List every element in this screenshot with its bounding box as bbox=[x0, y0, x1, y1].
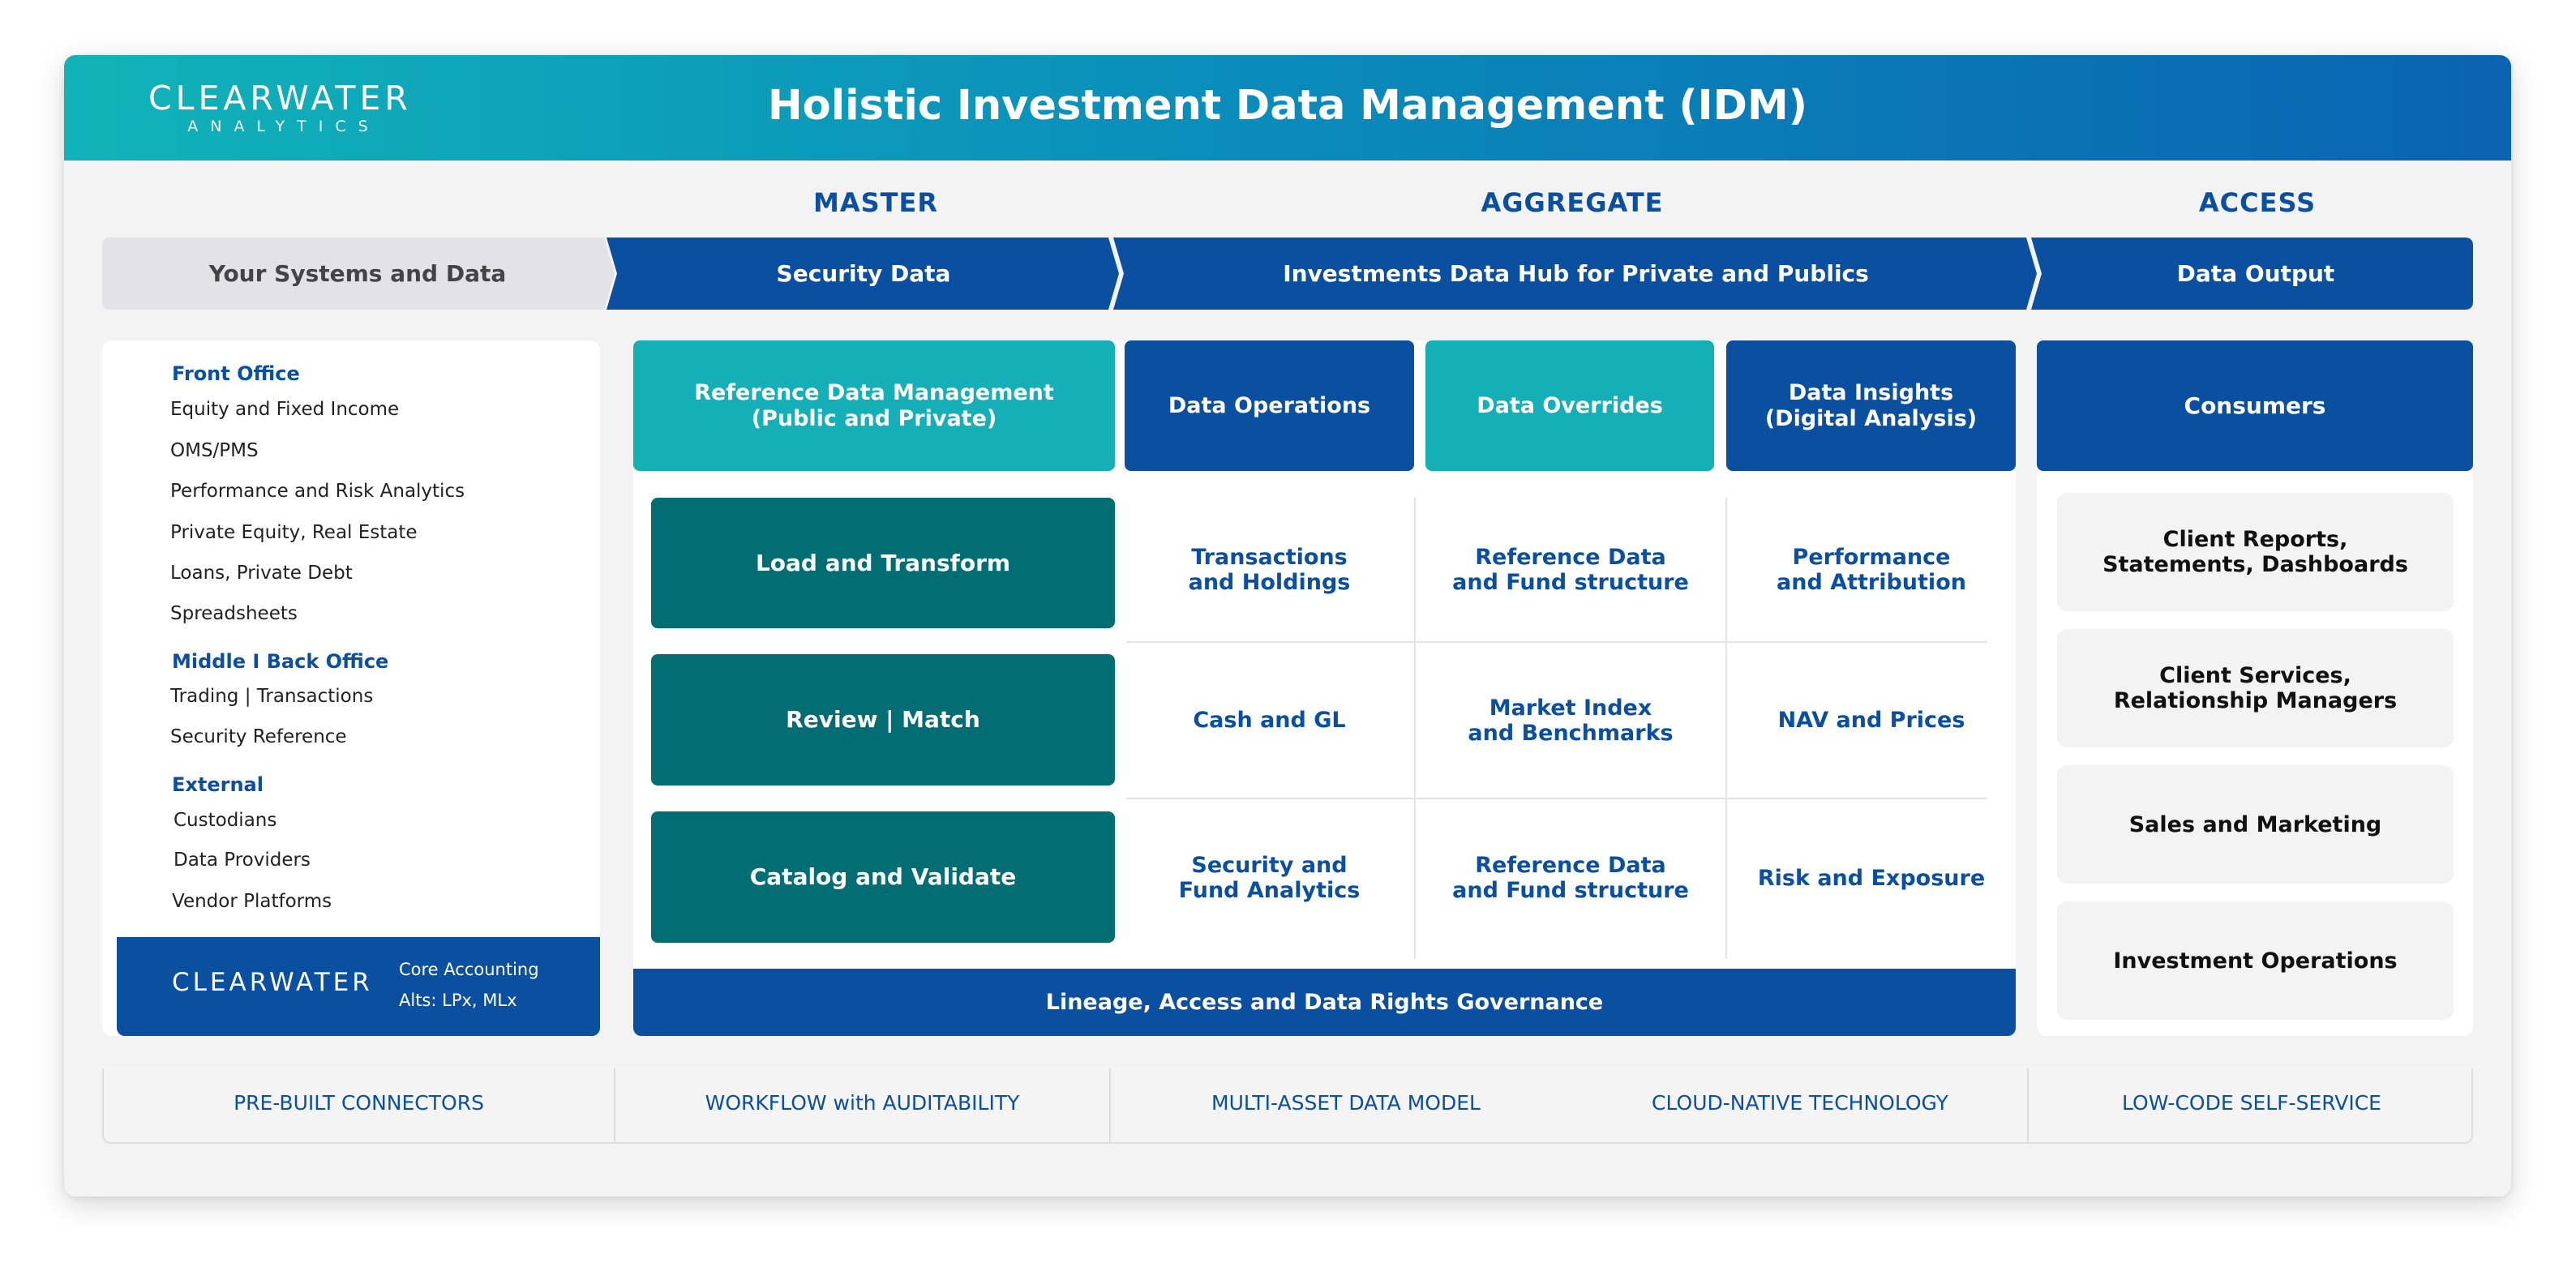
step-review-match: Review | Match bbox=[651, 654, 1115, 785]
flow-label-hub: Investments Data Hub for Private and Pub… bbox=[1283, 260, 1869, 287]
cell-reference-data-fund-2: Reference Data and Fund structure bbox=[1452, 853, 1689, 903]
governance-bar: Lineage, Access and Data Rights Governan… bbox=[633, 969, 2016, 1036]
feature-cloud-native: CLOUD-NATIVE TECHNOLOGY bbox=[1652, 1091, 1948, 1115]
arrow-security-data bbox=[606, 238, 1119, 310]
alts-label: Alts: LPx, MLx bbox=[399, 991, 517, 1010]
header-banner: Holistic Investment Data Management (IDM… bbox=[64, 55, 2511, 161]
cell-market-index: Market Index and Benchmarks bbox=[1468, 695, 1674, 746]
arrow-data-hub bbox=[1113, 238, 2037, 310]
section-title-aggregate: AGGREGATE bbox=[1481, 187, 1664, 218]
data-insights-header: Data Insights (Digital Analysis) bbox=[1726, 340, 2016, 471]
section-title-master: MASTER bbox=[813, 187, 938, 218]
grid-divider bbox=[1126, 798, 1987, 799]
arrow-data-output bbox=[2031, 238, 2473, 310]
source-item: Security Reference bbox=[170, 726, 347, 747]
feature-divider bbox=[2027, 1068, 2029, 1142]
step-catalog-validate: Catalog and Validate bbox=[651, 811, 1115, 943]
feature-connectors: PRE-BUILT CONNECTORS bbox=[234, 1091, 484, 1115]
source-item: Data Providers bbox=[174, 850, 311, 871]
cell-cash-gl: Cash and GL bbox=[1193, 708, 1346, 733]
clearwater-wordmark: CLEARWATER bbox=[172, 968, 373, 997]
logo-wordmark: CLEARWATER bbox=[148, 79, 412, 118]
source-item: Vendor Platforms bbox=[172, 891, 332, 912]
clearwater-core-box: CLEARWATER Core Accounting Alts: LPx, ML… bbox=[117, 937, 600, 1036]
grid-divider bbox=[1414, 498, 1416, 958]
cell-performance-attribution: Performance and Attribution bbox=[1777, 544, 1966, 595]
core-accounting-label: Core Accounting bbox=[399, 960, 539, 979]
consumer-investment-operations: Investment Operations bbox=[2057, 901, 2454, 1020]
consumers-panel: Consumers Client Reports, Statements, Da… bbox=[2037, 340, 2473, 1036]
grid-divider bbox=[1725, 498, 1727, 958]
source-item: Performance and Risk Analytics bbox=[170, 481, 465, 502]
flow-label-output: Data Output bbox=[2176, 260, 2335, 287]
page-title: Holistic Investment Data Management (IDM… bbox=[767, 82, 1808, 130]
cell-nav-prices: NAV and Prices bbox=[1777, 708, 1965, 733]
consumer-client-services: Client Services, Relationship Managers bbox=[2057, 629, 2454, 747]
cell-risk-exposure: Risk and Exposure bbox=[1757, 865, 1986, 891]
consumer-sales-marketing: Sales and Marketing bbox=[2057, 765, 2454, 884]
cell-reference-data-fund: Reference Data and Fund structure bbox=[1452, 544, 1689, 595]
source-item: Spreadsheets bbox=[170, 603, 298, 624]
grid-divider bbox=[1126, 641, 1987, 643]
feature-divider bbox=[614, 1068, 615, 1142]
reference-data-management-header: Reference Data Management (Public and Pr… bbox=[633, 340, 1115, 471]
idm-diagram: Holistic Investment Data Management (IDM… bbox=[64, 55, 2511, 1196]
source-item: Custodians bbox=[174, 810, 277, 831]
logo-subtitle: ANALYTICS bbox=[187, 118, 380, 135]
source-item: Loans, Private Debt bbox=[170, 563, 353, 584]
feature-low-code: LOW-CODE SELF-SERVICE bbox=[2122, 1091, 2381, 1115]
step-load-transform: Load and Transform bbox=[651, 498, 1115, 628]
feature-workflow: WORKFLOW with AUDITABILITY bbox=[705, 1091, 1020, 1115]
flow-label-systems: Your Systems and Data bbox=[208, 260, 507, 287]
source-item: Equity and Fixed Income bbox=[170, 399, 400, 420]
source-heading-front-office: Front Office bbox=[172, 362, 300, 385]
flow-arrows bbox=[102, 238, 2473, 310]
cell-transactions-holdings: Transactions and Holdings bbox=[1188, 544, 1351, 595]
data-overrides-header: Data Overrides bbox=[1425, 340, 1714, 471]
center-panel: Reference Data Management (Public and Pr… bbox=[633, 340, 2016, 1036]
source-item: Private Equity, Real Estate bbox=[170, 522, 418, 543]
data-operations-header: Data Operations bbox=[1125, 340, 1414, 471]
cell-security-fund-analytics: Security and Fund Analytics bbox=[1178, 853, 1361, 903]
consumers-header: Consumers bbox=[2037, 340, 2473, 471]
feature-divider bbox=[1109, 1068, 1111, 1142]
source-item: OMS/PMS bbox=[170, 440, 259, 461]
source-heading-external: External bbox=[172, 773, 264, 796]
clearwater-logo: CLEARWATER ANALYTICS bbox=[148, 79, 408, 136]
feature-data-model: MULTI-ASSET DATA MODEL bbox=[1211, 1091, 1481, 1115]
sources-panel: Front Office Equity and Fixed Income OMS… bbox=[102, 340, 600, 1036]
arrow-systems bbox=[102, 238, 615, 310]
source-heading-middle-back-office: Middle I Back Office bbox=[172, 650, 389, 673]
features-bar: PRE-BUILT CONNECTORS WORKFLOW with AUDIT… bbox=[102, 1068, 2473, 1144]
consumer-client-reports: Client Reports, Statements, Dashboards bbox=[2057, 493, 2454, 611]
flow-bar: Your Systems and Data Security Data Inve… bbox=[102, 238, 2473, 310]
flow-label-security: Security Data bbox=[776, 260, 951, 287]
source-item: Trading | Transactions bbox=[170, 686, 374, 707]
section-title-access: ACCESS bbox=[2198, 187, 2317, 218]
